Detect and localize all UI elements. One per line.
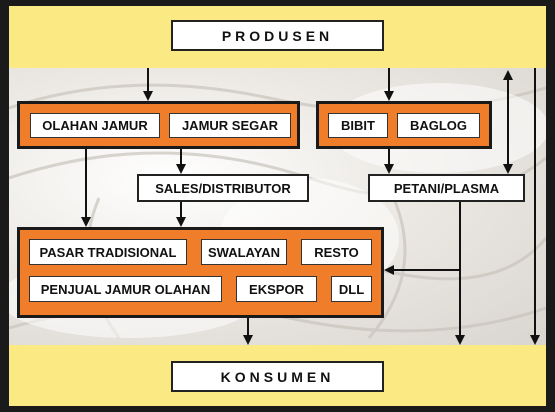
swalayan-box: SWALAYAN [201, 239, 287, 265]
jamur-segar-box: JAMUR SEGAR [169, 113, 291, 138]
resto-box: RESTO [301, 239, 372, 265]
konsumen-box: KONSUMEN [171, 361, 384, 392]
ekspor-box: EKSPOR [236, 276, 317, 302]
olahan-jamur-box: OLAHAN JAMUR [30, 113, 160, 138]
dll-box: DLL [331, 276, 372, 302]
bibit-box: BIBIT [328, 113, 388, 138]
petani-plasma-box: PETANI/PLASMA [368, 174, 525, 202]
pasar-tradisional-box: PASAR TRADISIONAL [29, 239, 187, 265]
penjual-jamur-olahan-box: PENJUAL JAMUR OLAHAN [29, 276, 222, 302]
produsen-box: PRODUSEN [171, 20, 384, 51]
sales-distributor-box: SALES/DISTRIBUTOR [137, 174, 309, 202]
baglog-box: BAGLOG [397, 113, 480, 138]
